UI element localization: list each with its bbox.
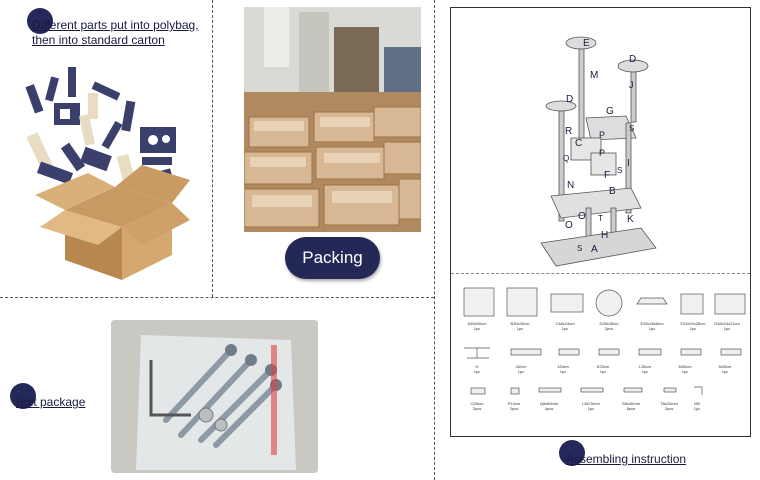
part-label: S8x40mm	[621, 401, 640, 406]
part-qty: 1pc	[721, 369, 729, 374]
part-qty: 1pc	[648, 326, 656, 331]
part-qty: 2pcs	[664, 406, 674, 411]
part-letter: D	[566, 94, 574, 105]
part-letter: N	[567, 180, 575, 191]
part-qty: 1pc	[473, 369, 481, 374]
part-label: G48x24x21cm	[714, 321, 740, 326]
part-label: D28x28cm	[599, 321, 619, 326]
part-label: L35cm	[638, 364, 651, 369]
part-qty: 1pc	[561, 326, 569, 331]
instruction-divider	[451, 273, 750, 274]
part-label: J25cm	[557, 364, 569, 369]
part-letter: C	[575, 138, 583, 149]
packing-badge: Packing	[285, 237, 380, 279]
part-qty: 1pc	[517, 369, 525, 374]
part-qty: 1pc	[723, 326, 731, 331]
warehouse-packing-photo	[244, 7, 421, 232]
part-label: T8x20mm	[660, 401, 678, 406]
part-qty: 1pc	[693, 406, 701, 411]
part-letter: B	[609, 186, 616, 197]
part-label: L8x70mm	[582, 401, 600, 406]
part-letter: G	[606, 106, 614, 117]
part-letter: S	[617, 166, 623, 175]
part-letter: S	[577, 244, 583, 253]
parts-into-carton-illustration	[25, 67, 190, 280]
part-letter: E	[583, 38, 590, 49]
divider-vertical-1	[212, 0, 213, 297]
part-label: E28x28x8cm	[640, 321, 664, 326]
part-letter: M	[590, 70, 599, 81]
part-label: M5	[694, 401, 700, 406]
part-letter: I	[627, 158, 630, 169]
part-label: N30cm	[718, 364, 732, 369]
part-qty: 1pc	[681, 369, 689, 374]
part-letter: K	[627, 214, 634, 225]
part-label: I42cm	[515, 364, 527, 369]
part-label: C48x24cm	[555, 321, 575, 326]
part-label: Q8x80mm	[539, 401, 559, 406]
cat-tree-diagram	[540, 36, 657, 267]
part-letter: J	[629, 80, 634, 90]
part-qty: 1pc	[689, 326, 697, 331]
part-letter: O	[578, 211, 586, 222]
bolt-package-photo	[111, 320, 318, 473]
part-qty: 2pcs	[472, 406, 482, 411]
part-label: F24x24x28cm	[680, 321, 706, 326]
part-letter: P	[599, 130, 606, 140]
part-letter: H	[601, 230, 609, 241]
polybag-caption-line2: then into standard carton	[32, 33, 165, 47]
part-letter: Q	[563, 154, 570, 163]
part-qty: 1pc	[516, 326, 524, 331]
part-label: O25cm	[470, 401, 484, 406]
part-letter: R	[565, 126, 573, 137]
part-qty: 2pcs	[604, 326, 614, 331]
part-qty: 1pc	[641, 369, 649, 374]
part-label: H	[475, 364, 479, 369]
bolt-caption: Bolt package	[16, 395, 86, 409]
divider-horizontal	[0, 297, 434, 298]
part-qty: 4pcs	[544, 406, 554, 411]
part-qty: 1pc	[473, 326, 481, 331]
part-label: P10cm	[507, 401, 521, 406]
parts-row-1-shapes	[463, 287, 746, 317]
polybag-caption-line1: Different parts put into polybag,	[32, 18, 199, 32]
part-qty: 8pcs	[626, 406, 636, 411]
caption-dot	[27, 8, 53, 34]
part-label: A50x50cm	[467, 321, 487, 326]
part-label: K25cm	[596, 364, 610, 369]
assembling-caption: Assembling instruction	[566, 452, 687, 466]
caption-dot	[559, 440, 585, 466]
part-letter: D	[629, 54, 637, 65]
part-letter: S	[629, 124, 635, 133]
part-label: M30cm	[678, 364, 692, 369]
parts-row-2-shapes	[464, 347, 742, 359]
part-letter: P	[599, 148, 606, 158]
assembly-instruction-sheet: E D M J D G S R P C P Q I S F N B O K O …	[450, 7, 751, 437]
parts-row-3-shapes	[470, 386, 703, 395]
part-letter: A	[591, 244, 598, 255]
part-qty: 1pc	[599, 369, 607, 374]
caption-dot	[10, 383, 36, 409]
part-qty: 1pc	[559, 369, 567, 374]
part-letter: O	[565, 220, 573, 231]
divider-vertical-2	[434, 0, 435, 480]
part-qty: 1pc	[587, 406, 595, 411]
part-letter: T	[598, 214, 603, 223]
part-letter: F	[604, 170, 611, 181]
part-label: B30x30cm	[510, 321, 530, 326]
part-qty: 2pcs	[509, 406, 519, 411]
